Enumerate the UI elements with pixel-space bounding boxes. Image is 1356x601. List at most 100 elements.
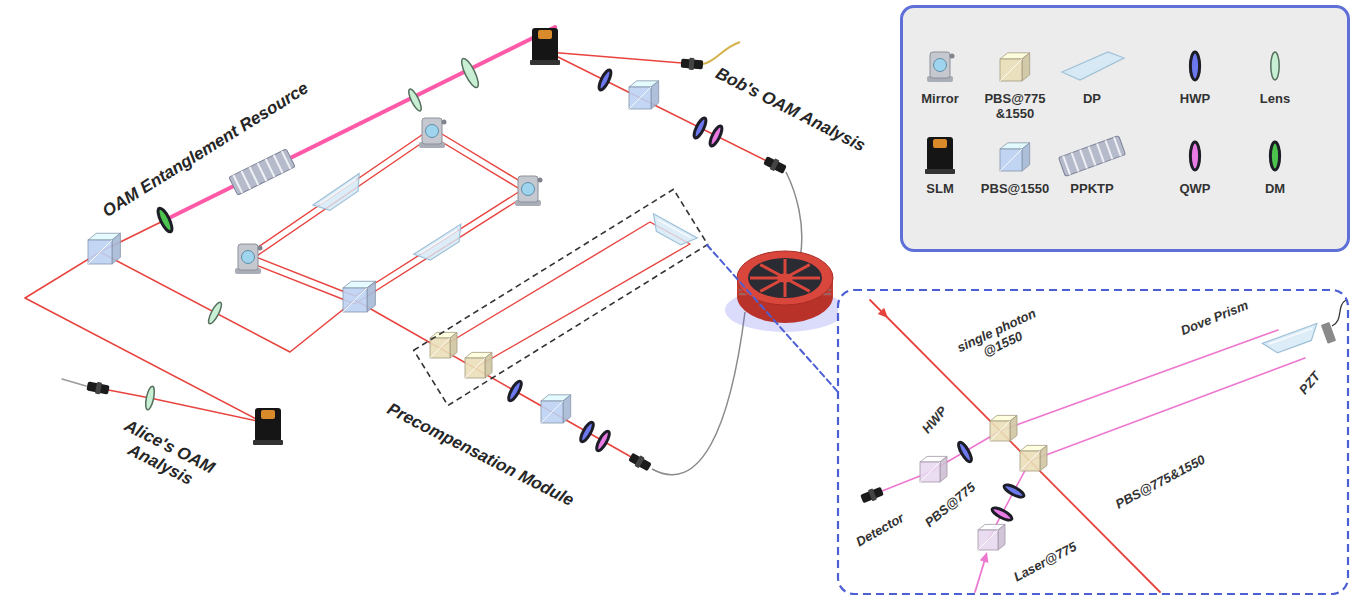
prism-shine <box>1269 328 1312 344</box>
legend-item: DP <box>1050 40 1134 107</box>
light-beam <box>548 52 775 165</box>
dichroic-mirror <box>155 206 174 233</box>
cube-front <box>629 87 651 109</box>
half-wave-plate <box>578 421 595 444</box>
half-wave-plate <box>1190 52 1199 80</box>
fiber-coupler <box>681 57 704 71</box>
legend-item: PBS@775 &1550 <box>973 40 1057 122</box>
cube-front <box>1000 59 1022 81</box>
legend-icon <box>898 130 982 182</box>
mirror-mount <box>419 118 447 148</box>
lens <box>1271 52 1279 80</box>
cube-side <box>651 81 659 109</box>
half-wave-plate <box>692 117 708 140</box>
coupler-ring <box>95 382 102 395</box>
half-wave-plate <box>1003 483 1026 500</box>
slm-device <box>925 137 955 174</box>
half-wave-plate <box>956 441 973 464</box>
legend-icon <box>1233 40 1317 92</box>
light-beam <box>548 52 682 63</box>
cube-diagonal <box>1000 59 1022 81</box>
light-beam <box>100 252 355 352</box>
quarter-wave-plate-face <box>991 506 1014 523</box>
legend-icon <box>973 130 1057 182</box>
legend-item: DM <box>1233 130 1317 197</box>
prism-body <box>1262 324 1321 357</box>
legend-label: PPKTP <box>1050 182 1134 197</box>
legend-icon <box>1050 40 1134 92</box>
mirror-face <box>522 183 535 196</box>
cube-side <box>450 332 457 358</box>
light-beam <box>25 252 262 422</box>
module-bracket <box>414 189 708 405</box>
arrow-head-shape <box>878 308 891 321</box>
fiber-tail <box>703 42 740 64</box>
pbs-775 <box>920 456 947 482</box>
legend-label: PBS@1550 <box>973 182 1057 197</box>
crystal-stripe <box>1097 144 1104 163</box>
dove-prism <box>1262 324 1321 357</box>
mount-plate <box>422 118 442 144</box>
half-wave-plate <box>506 380 523 403</box>
legend-label: SLM <box>898 182 982 197</box>
prism-shine <box>420 230 457 254</box>
legend-icon <box>1153 40 1237 92</box>
dove-prism <box>647 214 698 250</box>
dichroic-mirror <box>1270 142 1279 170</box>
mirror-face <box>934 59 947 72</box>
zoom-link <box>707 245 838 392</box>
mirror-mount <box>235 244 263 274</box>
dove-prism <box>313 173 367 216</box>
cube-front <box>465 358 485 378</box>
mirror-face <box>242 251 255 264</box>
crystal-stripe <box>241 171 250 189</box>
light-beam <box>248 128 528 296</box>
crystal-stripe <box>1114 137 1121 156</box>
inset-illustration <box>860 300 1346 592</box>
crystal-stripe <box>1063 156 1070 175</box>
cube-diagonal <box>1020 451 1040 471</box>
prism-body <box>313 173 367 216</box>
mount-knob <box>442 120 447 125</box>
lens-glass <box>406 88 423 113</box>
lens <box>459 57 482 90</box>
fiber <box>786 172 802 258</box>
pbs-1550 <box>1000 143 1030 171</box>
legend-item: PBS@1550 <box>973 130 1057 197</box>
fiber-coupler <box>860 485 885 504</box>
dp-icon <box>1062 52 1124 80</box>
cube-diagonal <box>978 530 998 550</box>
slm-device <box>253 408 283 445</box>
coupler-ring <box>770 158 780 171</box>
lens-glass <box>1271 52 1279 80</box>
legend-box: MirrorPBS@775 &1550DPHWPLensSLMPBS@1550P… <box>900 5 1350 252</box>
slm-body <box>255 408 281 442</box>
pbs-1550 <box>343 281 375 312</box>
fiber-spool <box>725 251 845 332</box>
cube-front <box>430 338 450 358</box>
spool-core <box>748 258 822 298</box>
crystal-stripe <box>266 159 275 177</box>
half-wave-plate-face <box>692 117 708 140</box>
cube-diagonal <box>465 358 485 378</box>
photon-path <box>870 300 1160 592</box>
cube-side <box>940 456 947 482</box>
slm-base <box>925 169 955 174</box>
quarter-wave-plate-face <box>1190 142 1199 170</box>
pbs-775-1550 <box>1020 445 1047 471</box>
pzt-wire <box>1332 300 1346 326</box>
light-beam <box>440 222 690 368</box>
quarter-wave-plate-face <box>594 430 611 453</box>
cube-front <box>990 421 1010 441</box>
region-title: OAM Entanglement Resource <box>98 78 311 221</box>
fiber-tail <box>62 379 86 386</box>
cube-side <box>998 524 1005 550</box>
pbs-1550 <box>541 395 571 423</box>
cube-side <box>1040 445 1047 471</box>
cube-diagonal <box>1000 149 1022 171</box>
quarter-wave-plate <box>594 430 611 453</box>
quarter-wave-plate <box>991 506 1014 523</box>
coupler-body <box>763 156 787 174</box>
spool-top <box>737 251 833 305</box>
